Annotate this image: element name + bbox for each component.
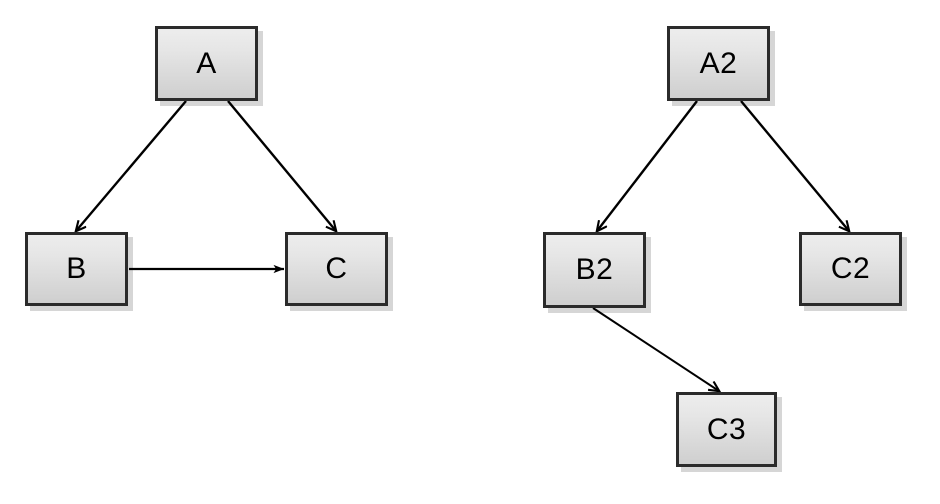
edges-graph-right <box>592 100 849 391</box>
node-a2-label: A2 <box>699 46 738 80</box>
node-c[interactable]: C <box>285 232 388 306</box>
node-a[interactable]: A <box>155 26 258 101</box>
node-b2-label: B2 <box>575 253 614 286</box>
edge-a-to-b <box>76 100 187 231</box>
edge-a2-to-b2 <box>597 100 698 231</box>
node-b[interactable]: B <box>25 232 128 306</box>
edge-a2-to-c2 <box>740 100 849 231</box>
node-c-label: C <box>325 252 348 285</box>
node-c3[interactable]: C3 <box>676 392 777 467</box>
node-c2[interactable]: C2 <box>799 232 902 306</box>
node-a2[interactable]: A2 <box>667 26 770 101</box>
node-c3-label: C3 <box>706 412 747 446</box>
node-b-label: B <box>66 252 87 285</box>
node-b2[interactable]: B2 <box>543 232 646 308</box>
edge-b2-to-c3 <box>592 307 719 391</box>
node-c2-label: C2 <box>830 252 871 285</box>
edge-a-to-c <box>227 100 336 231</box>
edges-graph-left <box>76 100 336 274</box>
node-a-label: A <box>196 46 217 80</box>
